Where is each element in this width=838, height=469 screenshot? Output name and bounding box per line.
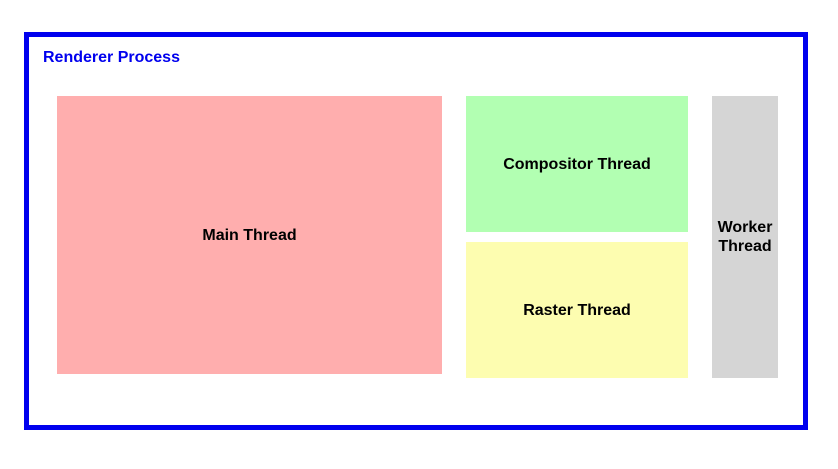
- main-thread-label: Main Thread: [202, 226, 297, 244]
- worker-thread-box: Worker Thread: [712, 96, 778, 378]
- compositor-thread-label: Compositor Thread: [503, 155, 651, 173]
- raster-thread-label: Raster Thread: [523, 301, 631, 319]
- renderer-process-label: Renderer Process: [43, 49, 180, 66]
- renderer-process-box: Renderer Process Main Thread Compositor …: [24, 32, 808, 430]
- compositor-thread-box: Compositor Thread: [466, 96, 688, 232]
- main-thread-box: Main Thread: [57, 96, 442, 374]
- raster-thread-box: Raster Thread: [466, 242, 688, 378]
- worker-thread-label: Worker Thread: [717, 219, 773, 255]
